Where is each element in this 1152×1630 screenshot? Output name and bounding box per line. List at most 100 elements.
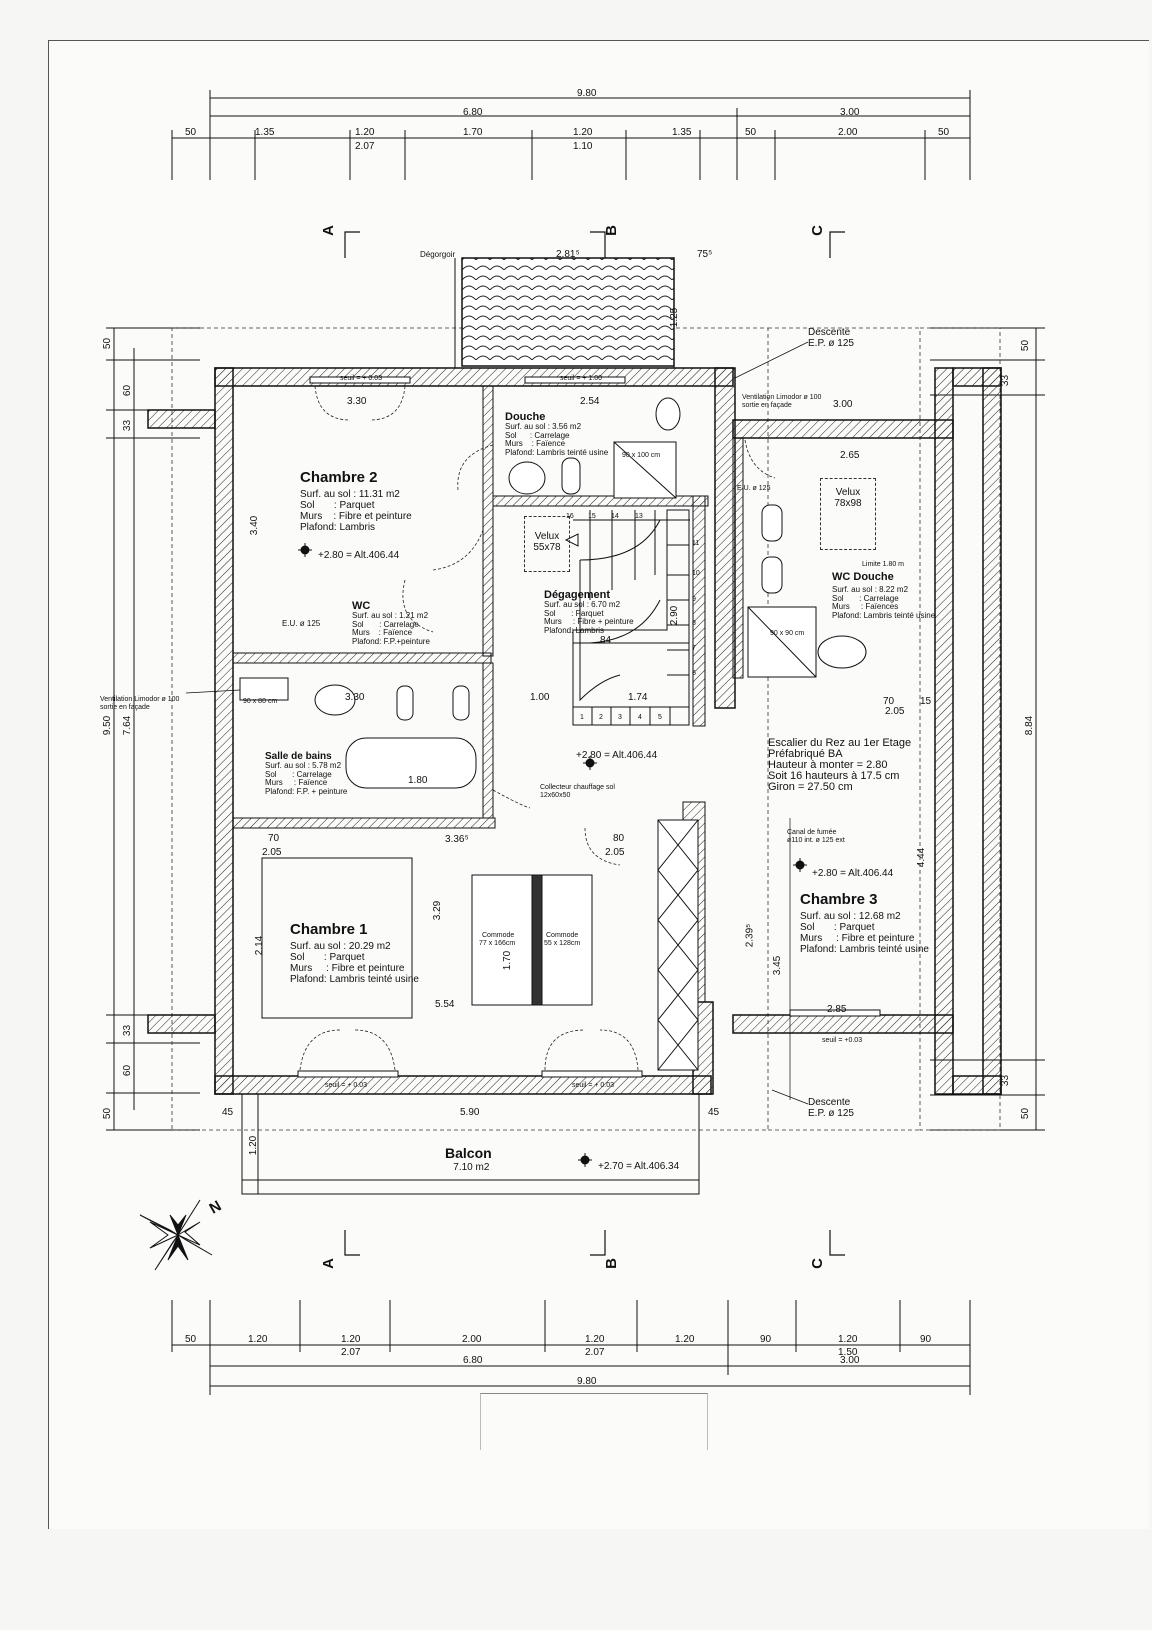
terrace-side-dim: 75⁵ [697,249,713,260]
bottom-seg-dim: 1.20 [585,1334,605,1345]
room-plafond: Plafond: F.P. + peinture [265,786,348,796]
room-murs: Murs : Fibre et peinture [800,933,915,944]
room-murs: Murs : Faïence [265,778,328,787]
room-title: WC Douche [832,571,894,583]
room-murs: Murs : Fibre + peinture [544,617,634,626]
descente-bottom-label: Descente [808,1097,851,1108]
inner-dim: 1.80 [408,775,428,786]
top-left-group-dim: 6.80 [463,107,483,118]
room-murs: Murs : Fibre et peinture [300,511,412,522]
top-total-dim: 9.80 [577,88,597,99]
ventilation-left-label: Ventilation Limodor ø 100 [100,696,180,703]
room-sol: Sol : Carrelage [352,619,419,629]
stair-step: 14 [611,513,619,520]
section-marker-lines [344,231,845,1256]
altitude-chambre-3: +2.80 = Alt.406.44 [812,868,894,879]
stair-step: 13 [635,513,643,520]
room-murs: Murs : Faïences [832,602,899,611]
escalier-line: Préfabriqué BA [768,748,843,760]
room-title: Chambre 2 [300,469,378,486]
bottom-total-dim: 9.80 [577,1376,597,1387]
limite-label: Limite 1.80 m [862,561,905,568]
bottom-seg-dim: 90 [920,1334,932,1345]
furniture [261,819,699,1071]
bottom-seg-dim: 1.20 [838,1334,858,1345]
seuil-top-mid: seuil = + 1.00 [560,375,603,382]
room-surface: Surf. au sol : 12.68 m2 [800,911,901,922]
bottom-window-height: 1.50 [838,1347,858,1358]
inner-dim: 2.54 [580,396,600,407]
interior-partitions [232,385,744,1003]
room-surface: Surf. au sol : 5.78 m2 [265,761,342,770]
room-title: Chambre 3 [800,891,878,908]
room-sol: Sol : Carrelage [265,769,332,779]
room-chambre-2: Chambre 2 Surf. au sol : 11.31 m2 Sol : … [300,470,412,533]
room-title: Douche [505,411,546,423]
section-marker-a-bottom: A [319,1258,337,1269]
escalier-line: Soit 16 hauteurs à 17.5 cm [768,770,900,782]
canal-label: Canal de fumée [787,829,837,836]
room-sol: Sol : Carrelage [832,593,899,603]
room-plafond: Plafond: Lambris teinté usine [800,944,929,955]
seuil-right: seuil = +0.03 [822,1037,863,1044]
stair-step: 16 [566,513,574,520]
room-surface: Surf. au sol : 3.56 m2 [505,422,582,431]
inner-dim: 70 [883,696,895,707]
staircase [564,509,690,726]
inner-dim: 15 [920,696,932,707]
top-seg-dim: 1.70 [463,127,483,138]
bottom-seg-dim: 1.20 [341,1334,361,1345]
room-sol: Sol : Parquet [800,922,875,933]
tiled-terrace [461,257,675,367]
top-seg-dim: 50 [185,127,197,138]
north-compass [139,1199,213,1271]
escalier-line: Giron = 27.50 cm [768,781,853,793]
room-surface: Surf. au sol : 20.29 m2 [290,941,391,952]
room-title: Balcon [445,1145,492,1161]
altitude-degagement: +2.80 = Alt.406.44 [576,750,658,761]
eu-right-label: E.U. ø 125 [737,485,771,492]
top-window-height: 2.07 [355,141,375,152]
section-marker-a-top: A [319,225,337,236]
room-murs: Murs : Faïence [352,628,413,637]
stair-landing-dim: 1.74 [628,692,648,703]
velux-2-label: Velux [835,487,861,498]
stair-step: 5 [658,714,662,721]
section-marker-c-bottom: C [808,1258,826,1269]
room-plafond: Plafond: Lambris [544,625,605,635]
stair-step: 3 [618,714,622,721]
sanitary-fixtures [239,397,867,789]
room-title: Chambre 1 [290,921,368,938]
leader-lines [185,341,809,1105]
top-window-height: 1.10 [573,141,593,152]
top-seg-dim: 1.20 [355,127,375,138]
inner-dim: 1.70 [502,950,514,971]
room-sol: Sol : Parquet [290,952,365,963]
door-swings [299,385,776,1071]
inner-dim: 45 [222,1107,234,1118]
top-seg-dim: 1.35 [672,127,692,138]
terrace-width-dim: 2.81⁵ [556,249,580,260]
room-surface: Surf. au sol : 1.21 m2 [352,611,429,620]
inner-dim: 2.14 [254,935,266,956]
stair-step: 10 [692,570,700,577]
bottom-left-group-dim: 6.80 [463,1355,483,1366]
top-seg-dim: 1.20 [573,127,593,138]
inner-dim: 3.45 [772,955,784,976]
bottom-window-height: 2.07 [341,1347,361,1358]
commode-2-label: Commode [546,932,579,939]
room-sol: Sol : Parquet [300,500,375,511]
inner-dim: 2.39⁵ [744,923,756,948]
inner-dim: 2.05 [605,847,625,858]
douche-tray-label: 90 x 100 cm [622,452,661,459]
left-inner-dim: 7.64 [122,715,134,736]
left-top-dim: 33 [122,419,134,432]
stair-step: 6 [692,670,696,677]
terrace-depth-dim: 1.25 [669,307,681,328]
velux-1-label: Velux [534,531,560,542]
left-bottom-dim: 33 [122,1024,134,1037]
right-total-dim: 8.84 [1024,715,1036,736]
room-douche: Douche Surf. au sol : 3.56 m2 Sol : Carr… [505,412,608,457]
inner-dim: 3.36⁵ [445,834,469,845]
